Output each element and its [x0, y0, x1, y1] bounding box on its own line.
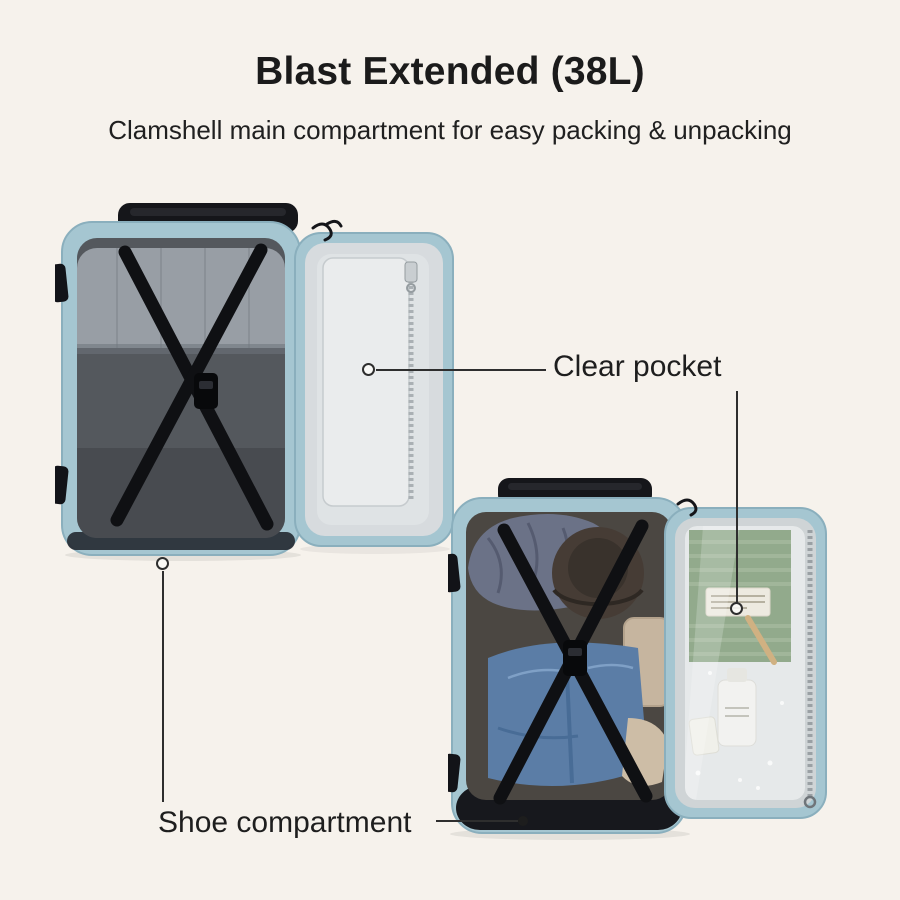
clear-pocket-marker-bottom	[730, 602, 743, 615]
open-lid	[294, 232, 454, 547]
product-title: Blast Extended (38L)	[255, 50, 645, 93]
zipper-cords	[676, 498, 698, 517]
strap-buckle	[194, 373, 218, 409]
shoe-compartment-leader-horizontal	[436, 820, 518, 822]
zipper-pull	[404, 261, 418, 283]
main-body	[55, 221, 301, 556]
open-bag-packed-illustration	[448, 478, 827, 840]
strap-buckle	[563, 640, 587, 676]
side-buckle-tab	[55, 465, 69, 505]
side-buckle-tab	[448, 553, 461, 593]
compression-straps	[110, 243, 274, 531]
clear-pocket-area	[322, 257, 418, 507]
clear-pocket-area	[685, 526, 805, 800]
open-lid	[664, 507, 827, 819]
clear-pocket-leader-vertical	[736, 391, 738, 603]
clear-pocket-marker-top	[362, 363, 375, 376]
clear-pocket-label: Clear pocket	[553, 350, 722, 383]
shoe-compartment-label: Shoe compartment	[158, 806, 412, 839]
product-subtitle: Clamshell main compartment for easy pack…	[108, 115, 792, 145]
compression-straps	[493, 519, 653, 805]
main-body	[448, 497, 687, 834]
side-buckle-tab	[448, 753, 461, 793]
clear-pocket-leader-horizontal	[376, 369, 546, 371]
side-buckle-tab	[55, 263, 69, 303]
zipper-pull	[803, 795, 817, 809]
toothbrush	[745, 615, 777, 665]
shoe-compartment-marker	[156, 557, 169, 570]
open-bag-empty-illustration	[55, 203, 454, 561]
shoe-compartment-end-dot	[518, 816, 528, 826]
shoe-compartment-leader-vertical	[162, 571, 164, 802]
zipper-cords	[311, 219, 343, 242]
